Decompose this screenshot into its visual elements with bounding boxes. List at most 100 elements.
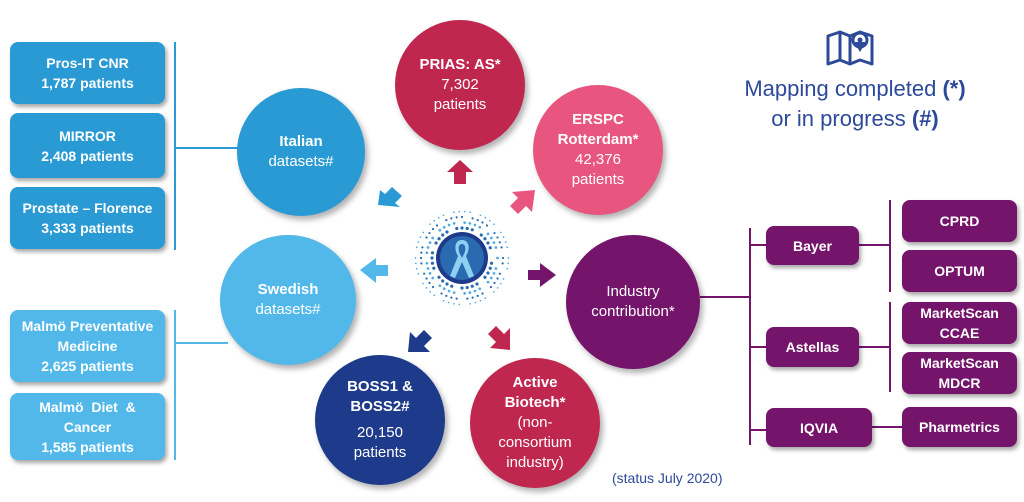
decor-dot bbox=[430, 256, 434, 260]
decor-dot bbox=[493, 223, 495, 226]
boss-circle: BOSS1 & BOSS2# 20,150 patients bbox=[315, 355, 445, 485]
decor-dot bbox=[504, 241, 507, 243]
decor-dot bbox=[450, 296, 453, 299]
prias-circle: PRIAS: AS* 7,302 patients bbox=[395, 20, 525, 150]
decor-dot bbox=[435, 224, 439, 227]
decor-dot bbox=[438, 284, 442, 288]
decor-dot bbox=[486, 241, 490, 245]
decor-dot bbox=[450, 284, 454, 288]
company-box-astellas: Astellas bbox=[766, 327, 859, 367]
decor-dot bbox=[468, 291, 472, 294]
decor-dot bbox=[445, 219, 448, 222]
legend-line-1: Mapping completed (*) bbox=[744, 76, 966, 101]
decor-dot bbox=[466, 297, 469, 300]
swedish-dataset-box: Malmö Preventative Medicine 2,625 patien… bbox=[10, 310, 165, 382]
arrow-downleft bbox=[408, 330, 432, 352]
decor-dot bbox=[438, 228, 442, 232]
decor-dot bbox=[460, 215, 464, 219]
decor-dot bbox=[479, 214, 482, 217]
decor-dot bbox=[447, 301, 450, 304]
decor-dot bbox=[506, 246, 509, 249]
decor-dot bbox=[437, 216, 440, 219]
decor-dot bbox=[493, 290, 495, 293]
decor-dot bbox=[426, 246, 430, 249]
decor-dot bbox=[507, 257, 510, 259]
decor-dot bbox=[476, 294, 479, 297]
decor-dot bbox=[500, 246, 503, 249]
decor-dot bbox=[428, 231, 431, 235]
decor-dot bbox=[458, 303, 461, 306]
decor-dot bbox=[426, 267, 430, 270]
decor-dot bbox=[492, 241, 496, 244]
decor-dot bbox=[440, 292, 443, 295]
decor-dot bbox=[484, 297, 487, 300]
decor-dot bbox=[481, 221, 484, 224]
decor-dot bbox=[496, 256, 499, 260]
decor-dot bbox=[455, 297, 458, 300]
decor-dot bbox=[500, 282, 502, 285]
decor-dot bbox=[447, 223, 451, 227]
decor-dot bbox=[470, 284, 474, 288]
decor-dot bbox=[414, 257, 417, 259]
decor-dot bbox=[425, 287, 428, 289]
decor-dot bbox=[422, 282, 424, 285]
decor-dot bbox=[492, 272, 496, 275]
erspc-circle: ERSPC Rotterdam* 42,376 patients bbox=[533, 85, 663, 215]
decor-dot bbox=[475, 282, 479, 286]
decor-dot bbox=[488, 266, 492, 270]
italian-datasets-circle: Italian datasets# bbox=[237, 88, 365, 216]
decor-dot bbox=[481, 292, 484, 295]
decor-dot bbox=[437, 275, 441, 279]
decor-dot bbox=[420, 251, 423, 254]
decor-dot bbox=[431, 276, 435, 280]
decor-dot bbox=[458, 210, 461, 213]
decor-dot bbox=[433, 294, 436, 297]
decor-dot bbox=[486, 280, 490, 284]
decor-dot bbox=[442, 214, 445, 217]
decor-dot bbox=[470, 228, 474, 232]
arrow-right bbox=[528, 263, 556, 287]
decor-dot bbox=[493, 281, 496, 285]
decor-dot bbox=[473, 223, 477, 227]
company-box-iqvia: IQVIA bbox=[766, 408, 872, 447]
decor-dot bbox=[441, 279, 445, 283]
decor-dot bbox=[428, 272, 432, 275]
decor-dot bbox=[417, 273, 420, 275]
awareness-ribbon-icon bbox=[414, 210, 510, 306]
decor-dot bbox=[453, 211, 455, 214]
decor-dot bbox=[498, 272, 501, 275]
decor-dot bbox=[430, 251, 435, 255]
decor-dot bbox=[465, 285, 469, 290]
decor-dot bbox=[442, 299, 445, 302]
decor-dot bbox=[425, 251, 429, 255]
dataset-box-marketscan-ccae: MarketScan CCAE bbox=[902, 302, 1017, 344]
swedish-dataset-box: Malmö Diet & Cancer 1,585 patients bbox=[10, 393, 165, 460]
decor-dot bbox=[496, 287, 499, 289]
decor-dot bbox=[455, 216, 458, 219]
decor-dot bbox=[469, 302, 471, 305]
decor-dot bbox=[493, 231, 496, 235]
arrow-upright bbox=[510, 190, 535, 214]
decor-dot bbox=[496, 236, 499, 239]
decor-dot bbox=[489, 285, 493, 289]
decor-dot bbox=[445, 282, 449, 286]
decor-dot bbox=[474, 301, 477, 304]
decor-dot bbox=[415, 267, 418, 270]
decor-dot bbox=[479, 233, 483, 237]
decor-dot bbox=[417, 241, 420, 243]
decor-dot bbox=[425, 236, 428, 239]
decor-dot bbox=[483, 275, 487, 279]
decor-dot bbox=[501, 262, 504, 265]
decor-dot bbox=[471, 296, 474, 299]
decor-dot bbox=[469, 211, 471, 214]
decor-dot bbox=[434, 241, 438, 245]
decor-dot bbox=[429, 290, 431, 293]
decor-dot bbox=[501, 256, 505, 260]
decor-dot bbox=[463, 210, 466, 213]
decor-dot bbox=[414, 262, 417, 265]
status-note: (status July 2020) bbox=[612, 470, 723, 486]
dataset-box-pharmetrics: Pharmetrics bbox=[902, 407, 1017, 447]
decor-dot bbox=[473, 289, 477, 293]
dataset-box-cprd: CPRD bbox=[902, 200, 1017, 242]
